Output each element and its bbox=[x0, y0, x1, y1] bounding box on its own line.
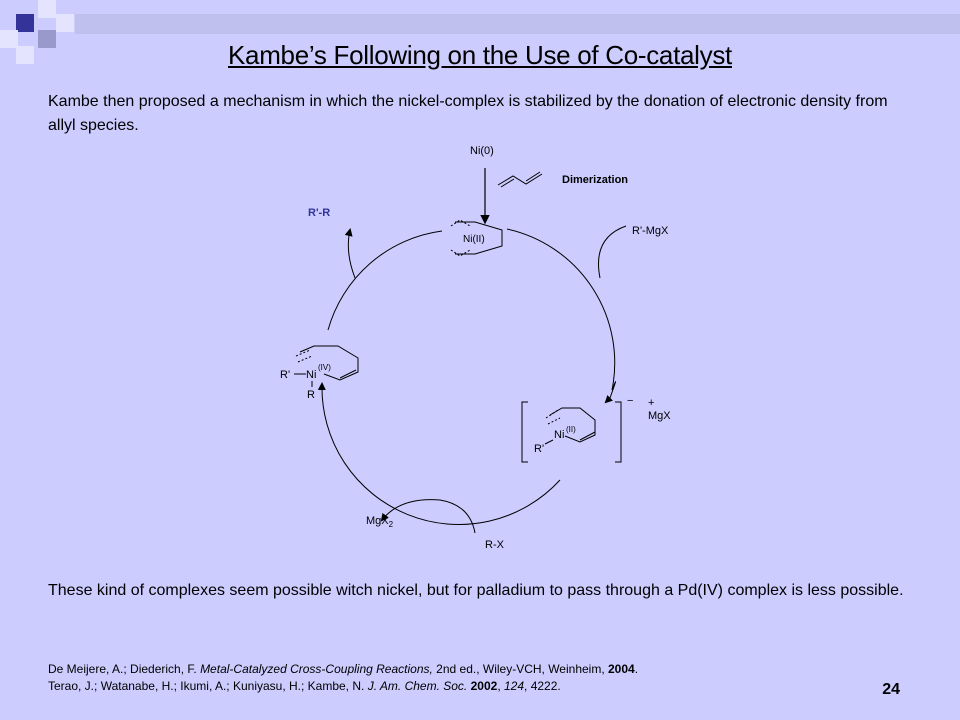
slide-title: Kambe’s Following on the Use of Co-catal… bbox=[228, 40, 732, 70]
arrow-product bbox=[344, 228, 356, 279]
svg-text:R': R' bbox=[534, 443, 544, 455]
corner-square bbox=[56, 14, 74, 32]
svg-text:(IV): (IV) bbox=[318, 363, 331, 372]
cycle-arc bbox=[317, 382, 561, 525]
page-number: 24 bbox=[882, 681, 900, 698]
cycle-arc bbox=[506, 228, 616, 391]
svg-text:R': R' bbox=[280, 369, 290, 381]
arrow-to-ate bbox=[604, 381, 616, 404]
header-bar bbox=[75, 14, 960, 34]
catalytic-cycle-diagram: Ni(0) Dimerization Ni(II) R'-R R'-MgX Ni… bbox=[280, 145, 671, 551]
reference-1: De Meijere, A.; Diederich, F. Metal-Cata… bbox=[48, 662, 639, 676]
corner-square bbox=[38, 0, 56, 18]
ni-iv-complex-icon bbox=[299, 345, 359, 381]
reference-2: Terao, J.; Watanabe, H.; Ikumi, A.; Kuni… bbox=[48, 679, 561, 693]
cycle-arc bbox=[327, 230, 443, 331]
arrow-grignard bbox=[598, 225, 627, 279]
ni-ii-complex-icon bbox=[455, 221, 503, 255]
arrow-rx bbox=[380, 499, 476, 534]
corner-square bbox=[16, 14, 34, 32]
ni0-label: Ni(0) bbox=[470, 145, 494, 157]
ate-complex-icon bbox=[549, 407, 596, 443]
intro-text: Kambe then proposed a mechanism in which… bbox=[48, 93, 888, 134]
references: De Meijere, A.; Diederich, F. Metal-Cata… bbox=[48, 661, 638, 695]
svg-text:Ni: Ni bbox=[306, 369, 316, 381]
mgx-label: MgX bbox=[648, 410, 671, 422]
butadiene-icon bbox=[497, 173, 543, 186]
conclusion-text: These kind of complexes seem possible wi… bbox=[48, 582, 904, 599]
bracket-left bbox=[521, 401, 528, 463]
dimerization-label: Dimerization bbox=[562, 174, 628, 186]
product-label: R'-R bbox=[308, 207, 330, 219]
grignard-label: R'-MgX bbox=[632, 225, 669, 237]
svg-text:Ni(II): Ni(II) bbox=[463, 234, 485, 245]
corner-square bbox=[16, 46, 34, 64]
mgx2-label: MgX2 bbox=[366, 515, 394, 529]
bracket-right bbox=[615, 401, 622, 463]
corner-square bbox=[38, 30, 56, 48]
svg-text:(II): (II) bbox=[566, 425, 576, 434]
charge-plus: + bbox=[648, 397, 654, 409]
corner-square bbox=[0, 30, 18, 48]
svg-text:Ni: Ni bbox=[554, 429, 564, 441]
svg-text:R: R bbox=[307, 389, 315, 401]
rx-label: R-X bbox=[485, 539, 505, 551]
charge-minus: − bbox=[627, 395, 633, 407]
